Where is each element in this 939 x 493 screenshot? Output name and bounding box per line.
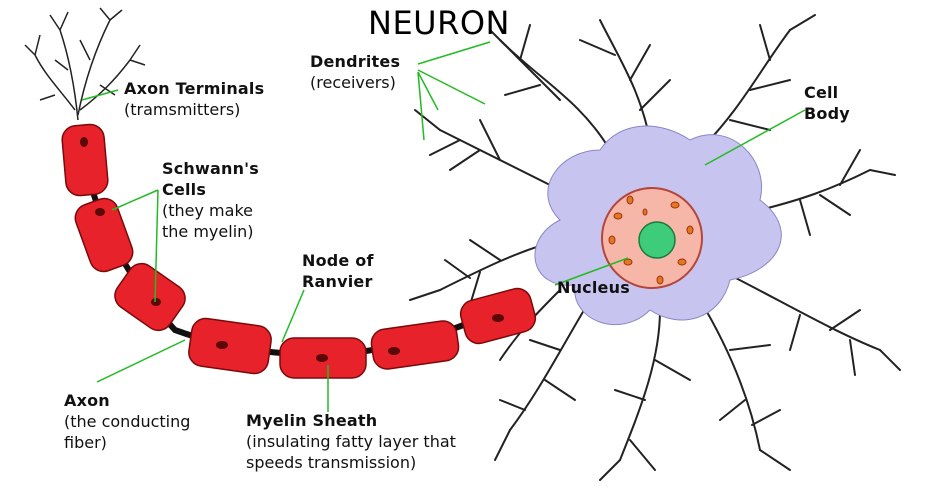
dendrites-name: Dendrites bbox=[310, 52, 401, 71]
dendrites-label: Dendrites (receivers) bbox=[310, 51, 400, 93]
myelin-segments bbox=[61, 123, 537, 379]
myelin-sheath-name: Myelin Sheath bbox=[246, 411, 378, 430]
diagram-title: NEURON bbox=[368, 4, 510, 42]
schwanns-cells-note1: (they make bbox=[162, 201, 253, 220]
cell-body-line2: Body bbox=[804, 104, 850, 123]
nucleus-name: Nucleus bbox=[557, 278, 630, 297]
cell-body-line1: Cell bbox=[804, 83, 839, 102]
dendrites-note: (receivers) bbox=[310, 73, 396, 92]
leader-lines bbox=[81, 41, 806, 412]
axon-terminals-name: Axon Terminals bbox=[124, 79, 265, 98]
myelin-sheath-label: Myelin Sheath (insulating fatty layer th… bbox=[246, 410, 456, 473]
axon-label: Axon (the conducting fiber) bbox=[64, 390, 190, 453]
schwanns-cells-line2: Cells bbox=[162, 180, 207, 199]
axon-name: Axon bbox=[64, 391, 110, 410]
cell-body-label: Cell Body bbox=[804, 82, 850, 124]
nucleus-shape bbox=[601, 187, 703, 289]
node-of-ranvier-label: Node of Ranvier bbox=[302, 250, 374, 292]
myelin-sheath-note2: speeds transmission) bbox=[246, 453, 417, 472]
axon-terminals-shape bbox=[24, 7, 146, 121]
axon-note2: fiber) bbox=[64, 433, 107, 452]
schwanns-cells-label: Schwann's Cells (they make the myelin) bbox=[162, 158, 259, 242]
schwanns-cells-note2: the myelin) bbox=[162, 222, 254, 241]
schwanns-cells-line1: Schwann's bbox=[162, 159, 259, 178]
axon-terminals-label: Axon Terminals (tramsmitters) bbox=[124, 78, 264, 120]
axon-note1: (the conducting bbox=[64, 412, 191, 431]
node-of-ranvier-line2: Ranvier bbox=[302, 272, 373, 291]
axon-terminals-note: (tramsmitters) bbox=[124, 100, 241, 119]
schwann-nuclei bbox=[80, 137, 504, 362]
node-of-ranvier-line1: Node of bbox=[302, 251, 374, 270]
myelin-sheath-note1: (insulating fatty layer that bbox=[246, 432, 456, 451]
nucleus-label: Nucleus bbox=[557, 277, 630, 298]
